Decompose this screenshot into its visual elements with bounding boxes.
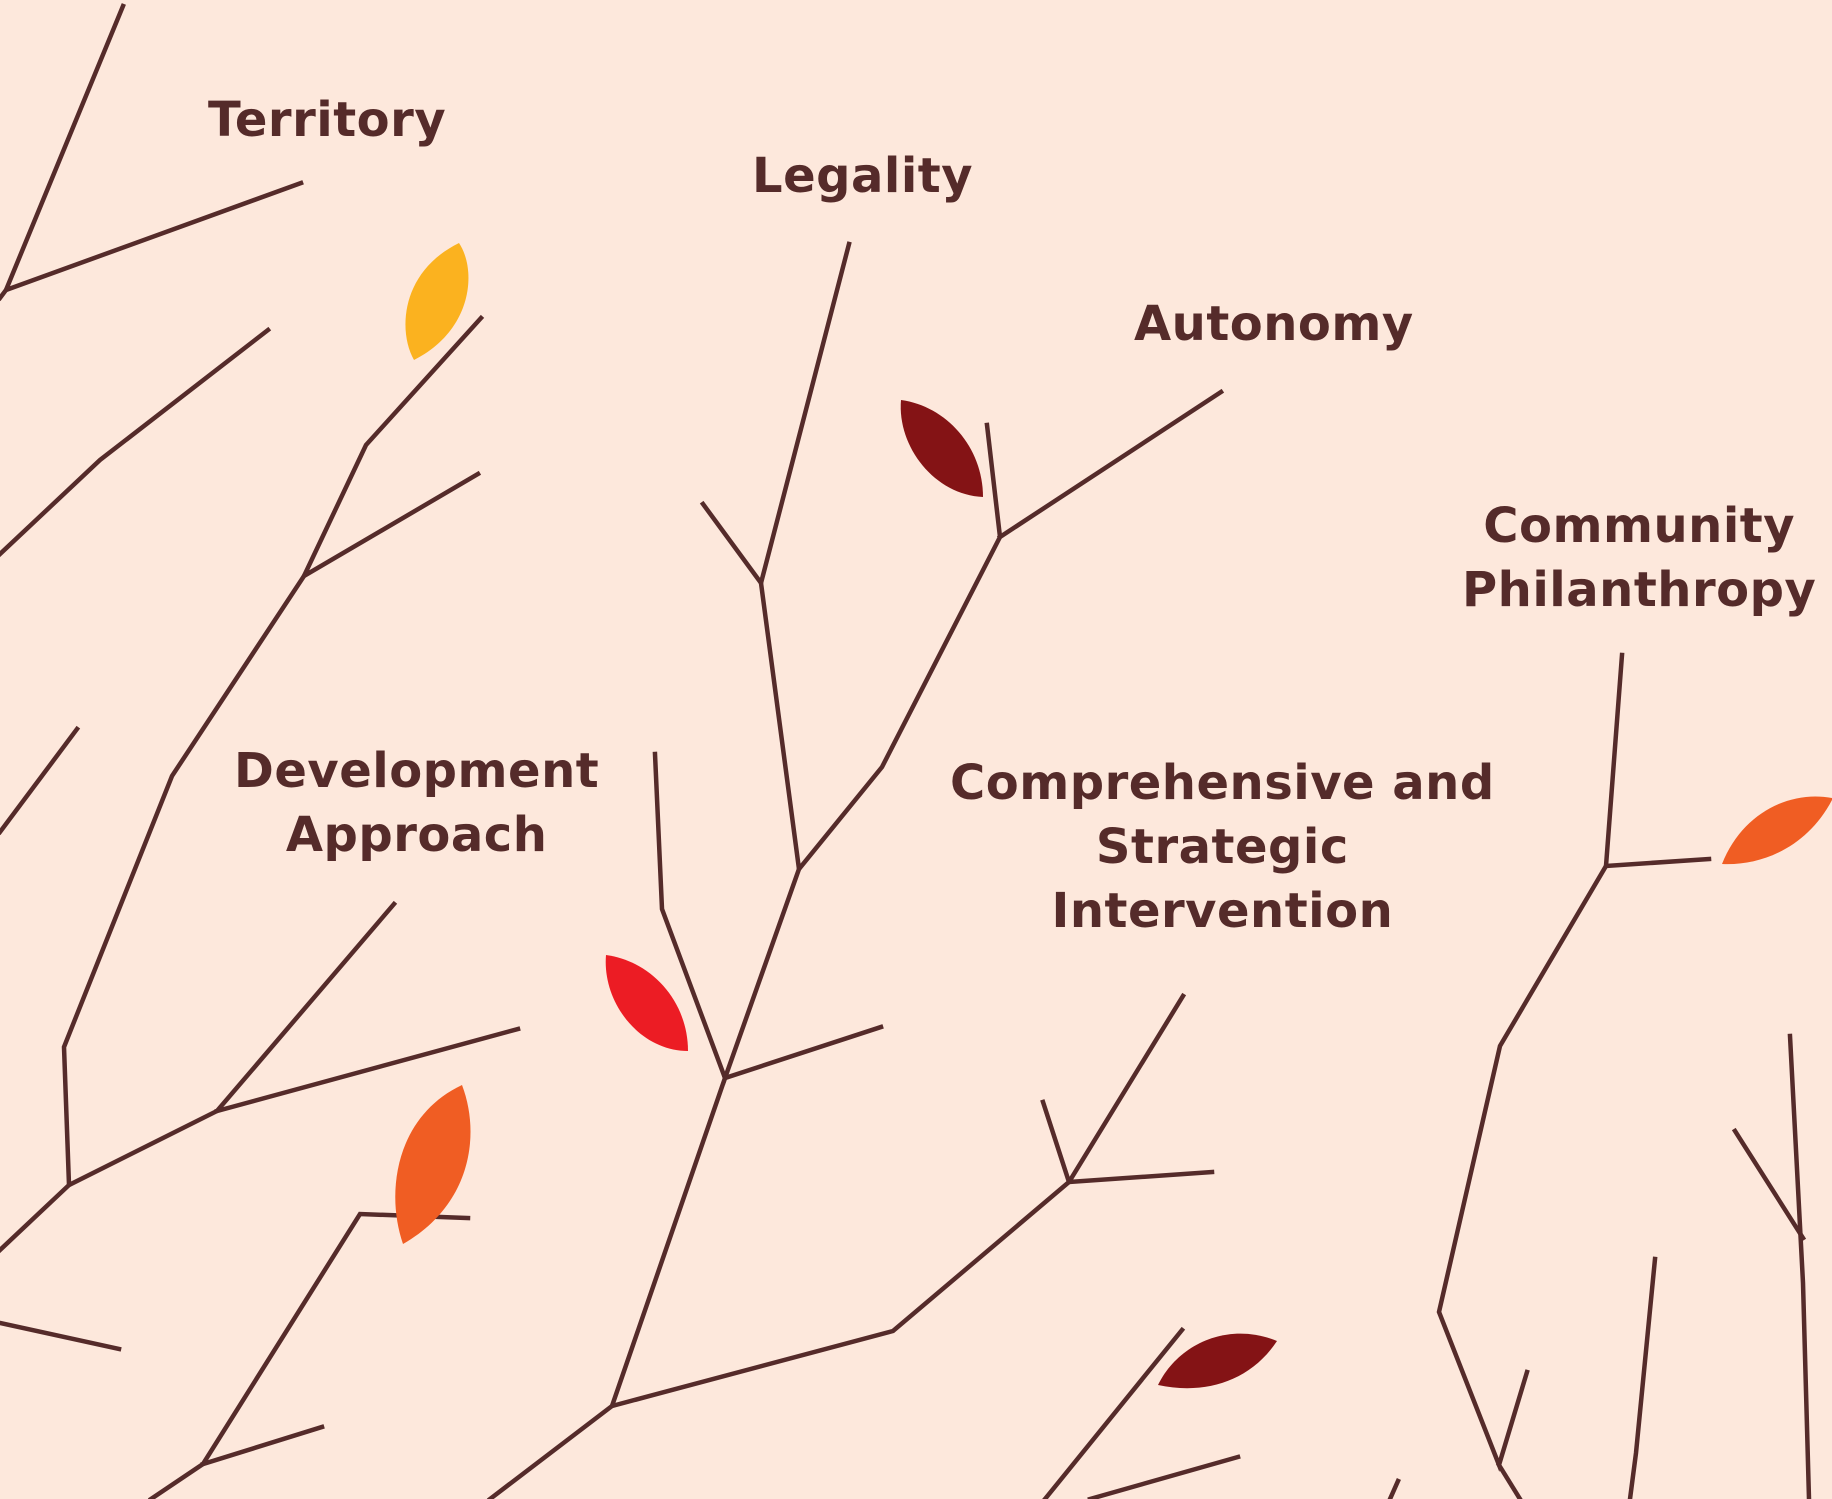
label-line: Strategic (1095, 819, 1349, 875)
branch (0, 1181, 73, 1254)
label-line: Comprehensive and (950, 755, 1495, 811)
branch (652, 751, 802, 1085)
branch (758, 422, 1003, 875)
branch (147, 1211, 471, 1499)
label-legality: Legality (752, 144, 973, 208)
branch (1627, 1256, 1658, 1499)
label-autonomy-text: Autonomy (1134, 296, 1414, 352)
branch (1495, 1461, 1523, 1499)
branch (0, 326, 272, 558)
branch (699, 241, 852, 589)
branch (1731, 1127, 1807, 1242)
branch (214, 1026, 521, 1114)
branch (722, 1024, 884, 1081)
label-autonomy: Autonomy (1134, 292, 1414, 356)
label-community-philanthropy: Community Philanthropy (1462, 494, 1816, 622)
branch (608, 992, 1187, 1410)
branch (1042, 1326, 1186, 1499)
branch (486, 1402, 616, 1499)
branch (298, 314, 485, 582)
label-line: Approach (285, 807, 548, 863)
branch (200, 1424, 325, 1467)
branch (1040, 1099, 1072, 1185)
leaf-yellow (405, 243, 469, 360)
label-line: Development (234, 743, 600, 799)
label-line: Community (1483, 498, 1795, 554)
branch (0, 1320, 122, 1352)
label-line: Philanthropy (1462, 562, 1817, 618)
branch (1066, 1169, 1215, 1185)
label-line: Intervention (1051, 883, 1394, 939)
leaf-maroon-bottom (1158, 1333, 1277, 1389)
branch (1087, 1454, 1241, 1499)
branch (996, 388, 1225, 541)
label-territory: Territory (208, 88, 446, 152)
leaf-orange-right (1722, 796, 1832, 865)
leaf-maroon-top (900, 400, 983, 497)
branch (0, 725, 81, 836)
branch (61, 572, 398, 1189)
branch (1387, 1478, 1401, 1499)
leaf-red (605, 955, 688, 1051)
label-territory-text: Territory (208, 92, 447, 148)
label-development-approach: Development Approach (234, 739, 599, 867)
branch (0, 286, 10, 302)
label-comprehensive-intervention: Comprehensive and Strategic Intervention (950, 751, 1495, 943)
label-legality-text: Legality (752, 148, 974, 204)
leaf-orange-left (395, 1085, 471, 1244)
branch (1787, 1033, 1812, 1499)
branch (1436, 862, 1610, 1472)
branch (1603, 652, 1712, 869)
